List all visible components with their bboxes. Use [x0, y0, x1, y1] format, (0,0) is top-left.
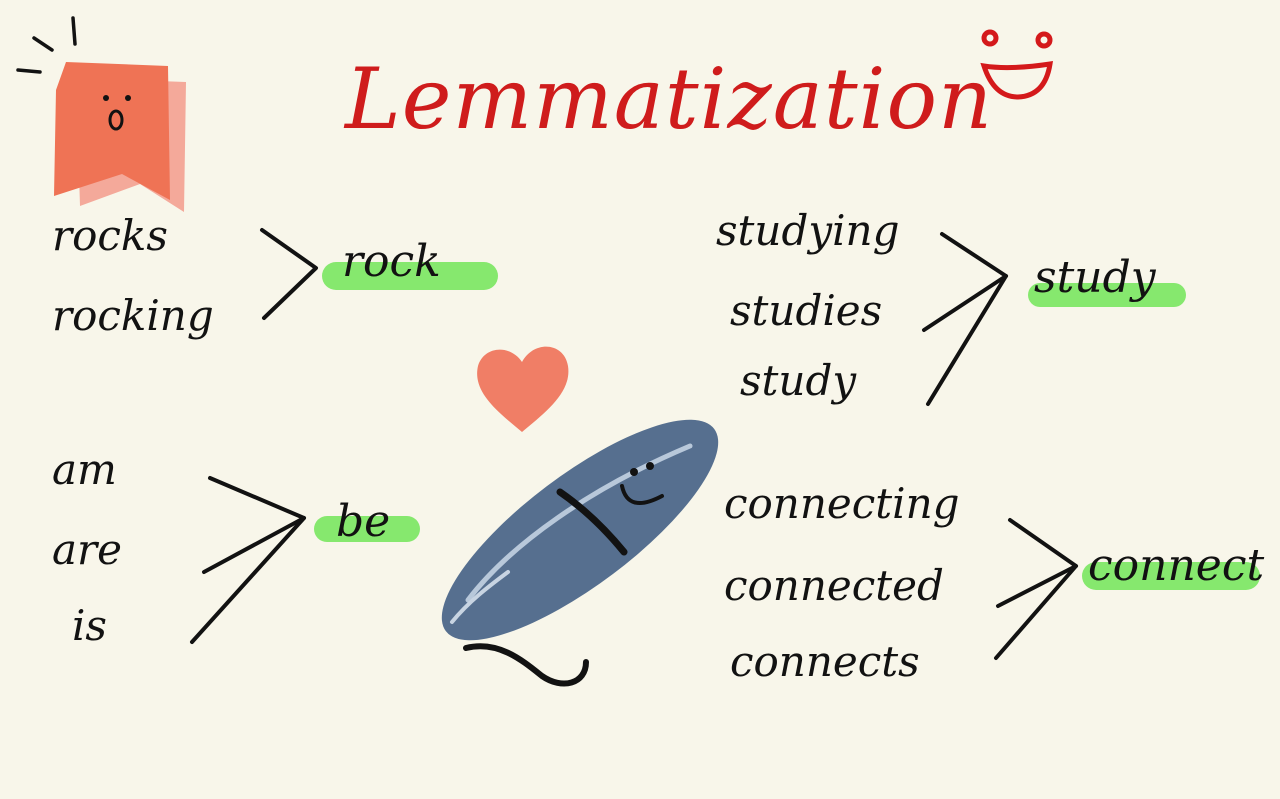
arrow-icon [202, 476, 306, 574]
arrow-icon [260, 228, 318, 320]
arrow-icon [996, 518, 1078, 608]
inflected-word: connected [724, 561, 944, 610]
lemma-word: rock [342, 236, 441, 287]
lemma-highlight [322, 262, 498, 290]
inflected-word: studying [716, 206, 899, 255]
inflected-word: rocking [52, 291, 214, 340]
lemma-word: connect [1088, 540, 1264, 591]
smiley-face-icon [980, 29, 1053, 100]
inflected-word: studies [730, 286, 882, 335]
page-title: Lemmatization [343, 50, 993, 148]
lemma-highlight [1028, 283, 1186, 307]
lemma-group-be: am are is be [52, 445, 420, 650]
lemma-group-rock: rocks rocking rock [52, 211, 498, 340]
inflected-word: are [52, 525, 122, 574]
lemma-group-connect: connecting connected connects connect [724, 479, 1264, 686]
arrow-stroke-icon [190, 516, 306, 644]
lemma-word: be [336, 496, 390, 547]
arrow-stroke-icon [994, 564, 1078, 660]
heart-icon [477, 346, 569, 432]
arrow-icon [922, 232, 1008, 332]
pen-icon [441, 419, 719, 687]
inflected-word: study [740, 356, 857, 405]
lemma-highlight [314, 516, 420, 542]
inflected-word: is [72, 601, 107, 650]
inflected-word: connecting [724, 479, 960, 528]
arrow-stroke-icon [926, 274, 1008, 406]
bookmark-face-icon [16, 16, 186, 212]
inflected-word: connects [730, 637, 920, 686]
lemma-group-study: studying studies study study [716, 206, 1186, 406]
lemma-highlight [1082, 562, 1260, 590]
inflected-word: rocks [52, 211, 168, 260]
inflected-word: am [52, 445, 117, 494]
lemma-word: study [1034, 252, 1157, 303]
